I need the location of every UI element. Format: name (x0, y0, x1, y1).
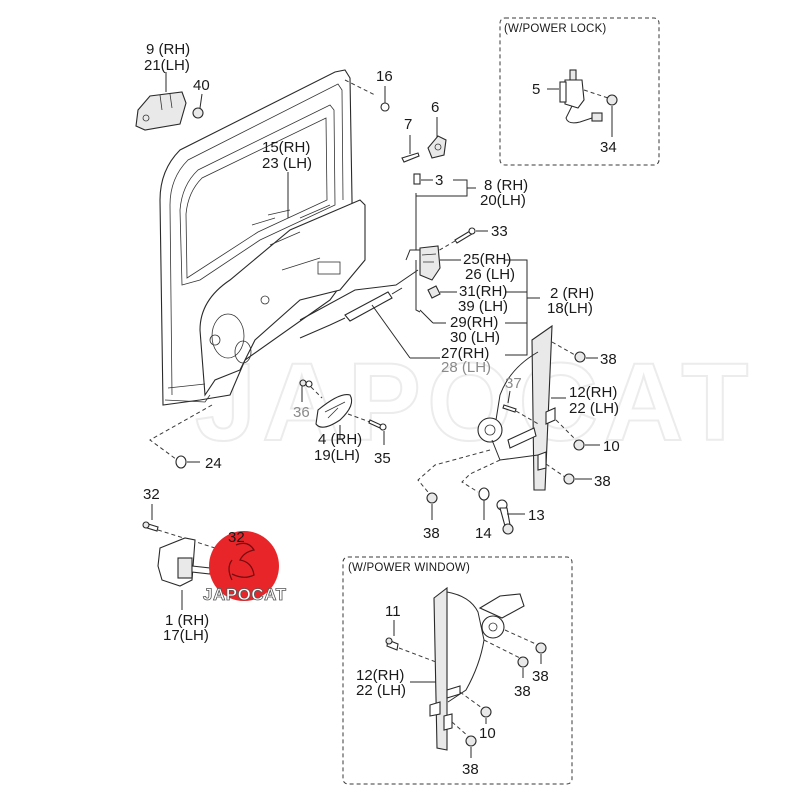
plug-24 (175, 455, 200, 469)
callout-15-rh: 15(RH) (262, 139, 310, 156)
callout-pw-22-lh: 22 (LH) (356, 682, 406, 699)
watermark: JAPOCAT (195, 341, 754, 464)
callout-27-rh: 27(RH) (441, 345, 489, 362)
screw-36 (299, 379, 323, 402)
callout-pw-11: 11 (385, 603, 401, 620)
callout-12-rh: 12(RH) (569, 384, 617, 401)
power-window-title: (W/POWER WINDOW) (348, 562, 470, 574)
callout-13: 13 (528, 507, 545, 524)
japocat-logo: 32 JAPOCAT (203, 529, 287, 604)
callout-37: 37 (505, 375, 522, 392)
callout-6: 6 (431, 99, 439, 116)
bolt-32 (142, 504, 216, 549)
door-shell (149, 69, 376, 463)
inside-handle-cable (299, 287, 440, 359)
power-lock-title: (W/POWER LOCK) (504, 23, 606, 35)
callout-21-lh: 21(LH) (144, 57, 190, 74)
callout-22-lh: 22 (LH) (569, 400, 619, 417)
callout-3: 3 (435, 172, 443, 189)
nut-40 (192, 93, 204, 119)
door-hinge (157, 537, 211, 610)
callout-26-lh: 26 (LH) (465, 266, 515, 283)
callout-29-rh: 29(RH) (450, 314, 498, 331)
nut-38-upper (551, 341, 598, 363)
callout-17-lh: 17(LH) (163, 627, 209, 644)
callout-9-rh: 9 (RH) (146, 41, 190, 58)
callout-4-rh: 4 (RH) (318, 431, 362, 448)
callout-pw-12-rh: 12(RH) (356, 667, 404, 684)
power-window-box: (W/POWER WINDOW) 11 12(RH) 22 (LH) 38 (342, 556, 573, 785)
power-window-regulator (429, 586, 525, 751)
callout-pw-38-middle: 38 (514, 683, 531, 700)
callout-31-rh: 31(RH) (459, 283, 507, 300)
callout-25-rh: 25(RH) (463, 251, 511, 268)
pw-nut-38-bottom (451, 721, 477, 758)
pw-nut-38-right (504, 629, 547, 664)
callout-34: 34 (600, 139, 617, 156)
callout-14: 14 (475, 525, 492, 542)
clip-31 (427, 285, 457, 299)
callout-19-lh: 19(LH) (314, 447, 360, 464)
callout-38-bottom: 38 (423, 525, 440, 542)
logo-red-circle (209, 531, 279, 601)
callout-5: 5 (532, 81, 540, 98)
callout-10: 10 (603, 438, 620, 455)
nut-34 (583, 89, 618, 137)
callout-39-lh: 39 (LH) (458, 298, 508, 315)
callout-35: 35 (374, 450, 391, 467)
outside-handle (135, 72, 187, 131)
callout-38-right: 38 (594, 473, 611, 490)
screw-35 (347, 413, 387, 445)
nut-10 (555, 419, 600, 451)
logo-text: JAPOCAT (203, 585, 287, 604)
door-latch (299, 245, 461, 321)
washer-14 (478, 487, 490, 520)
callout-2-rh: 2 (RH) (550, 285, 594, 302)
callout-18-lh: 18(LH) (547, 300, 593, 317)
nut-38-right (545, 463, 592, 485)
callout-24: 24 (205, 455, 222, 472)
callout-1-rh: 1 (RH) (165, 612, 209, 629)
callout-36: 36 (293, 404, 310, 421)
callout-pw-10: 10 (479, 725, 496, 742)
callout-16: 16 (376, 68, 393, 85)
screw-33 (435, 227, 488, 253)
callout-8-rh: 8 (RH) (484, 177, 528, 194)
callout-pw-38-right: 38 (532, 668, 549, 685)
nut-38-bottom (426, 492, 438, 520)
callout-20-lh: 20(LH) (480, 192, 526, 209)
callout-7: 7 (404, 116, 412, 133)
inside-handle (315, 394, 353, 440)
callout-32-lower: 32 (228, 529, 245, 546)
pw-nut-10 (459, 691, 492, 724)
callout-28-lh: 28 (LH) (441, 359, 491, 376)
bolt-11 (385, 620, 437, 663)
screw-7 (401, 135, 420, 163)
callout-38-upper: 38 (600, 351, 617, 368)
callout-30-lh: 30 (LH) (450, 329, 500, 346)
bolt-37 (502, 390, 541, 426)
callout-33: 33 (491, 223, 508, 240)
clip-3 (413, 173, 476, 250)
callout-pw-38-bottom: 38 (462, 761, 479, 778)
callout-23-lh: 23 (LH) (262, 155, 312, 172)
window-regulator (477, 324, 566, 491)
striker-6 (427, 117, 447, 159)
power-lock-box: (W/POWER LOCK) 5 34 (499, 17, 660, 166)
plug-16 (380, 86, 390, 112)
callout-40: 40 (193, 77, 210, 94)
pw-nut-38-middle (483, 639, 529, 678)
callout-32-upper: 32 (143, 486, 160, 503)
window-crank-13 (496, 499, 525, 535)
door-lock-actuator (547, 69, 603, 124)
